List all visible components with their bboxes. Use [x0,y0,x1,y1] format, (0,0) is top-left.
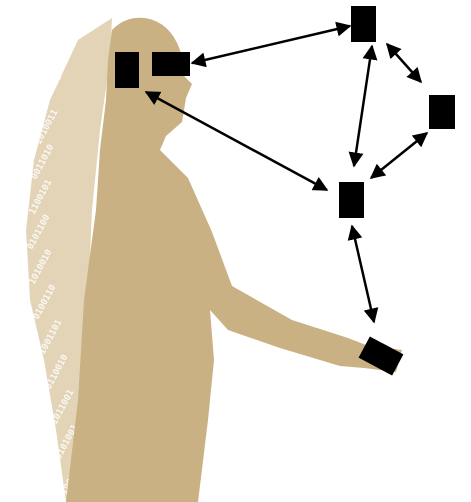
link-top-to-right [387,44,421,82]
link-center-to-hand [352,226,374,322]
right-device [429,95,455,129]
human-silhouette [66,18,402,502]
left-eye-device [115,52,139,88]
top-device [351,6,376,42]
link-right-eye-to-top [192,26,350,63]
right-eye-device [152,52,190,76]
center-device [339,182,364,218]
link-right-to-center [371,133,427,178]
link-top-to-center [354,46,372,166]
binary-digits: 0101001 [56,3,83,41]
